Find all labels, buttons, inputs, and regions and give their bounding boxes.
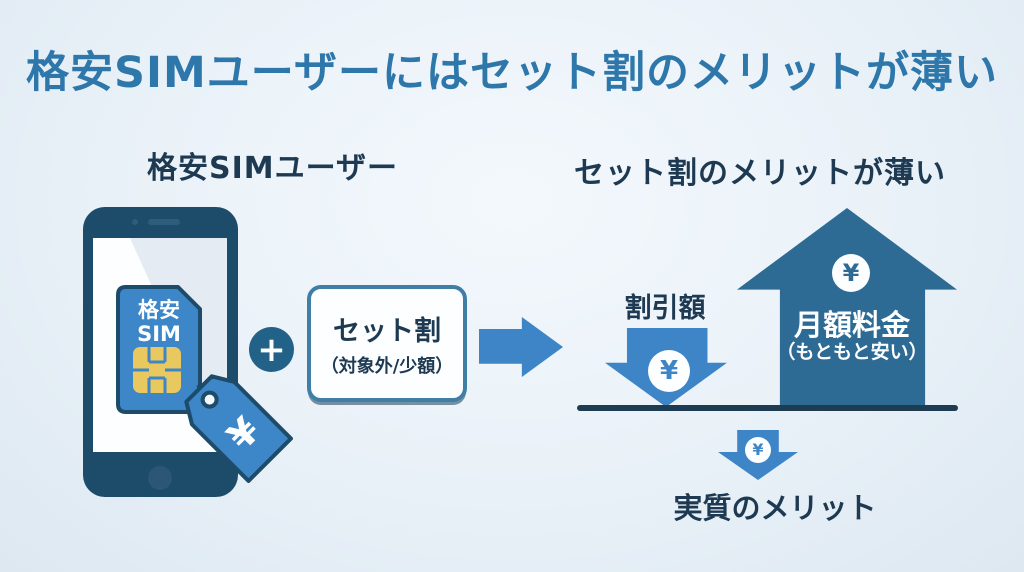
monthly-fee-note: （もともと安い） [776, 341, 928, 363]
sim-label-line2: SIM [137, 322, 181, 346]
sim-chip-icon [133, 347, 181, 393]
home-button-icon [148, 466, 172, 490]
right-section-heading: セット割のメリットが薄い [574, 156, 946, 191]
sim-label-line1: 格安 [138, 298, 180, 322]
speaker-icon [148, 219, 180, 225]
phone-illustration: 格安 SIM ¥ [83, 207, 293, 497]
camera-icon [132, 219, 138, 225]
set-discount-label: セット割 [333, 316, 441, 347]
plus-icon: + [249, 327, 294, 372]
net-merit-label: 実質のメリット [673, 491, 877, 525]
baseline-divider [577, 405, 958, 411]
tag-hole [200, 390, 219, 409]
discount-yen-icon: ¥ [648, 350, 690, 392]
net-merit-yen-icon: ¥ [745, 437, 771, 463]
sim-chip-lines [133, 347, 181, 393]
set-discount-box: セット割 （対象外/少額） [307, 285, 467, 402]
page-title: 格安SIMユーザーにはセット割のメリットが薄い [26, 48, 998, 98]
monthly-fee-label: 月額料金 [793, 308, 910, 342]
set-discount-note: （対象外/少額） [320, 356, 454, 377]
discount-amount-label: 割引額 [624, 293, 706, 324]
monthly-fee-yen-icon: ¥ [832, 254, 870, 292]
arrow-right-icon [479, 317, 563, 377]
left-section-heading: 格安SIMユーザー [146, 151, 399, 186]
